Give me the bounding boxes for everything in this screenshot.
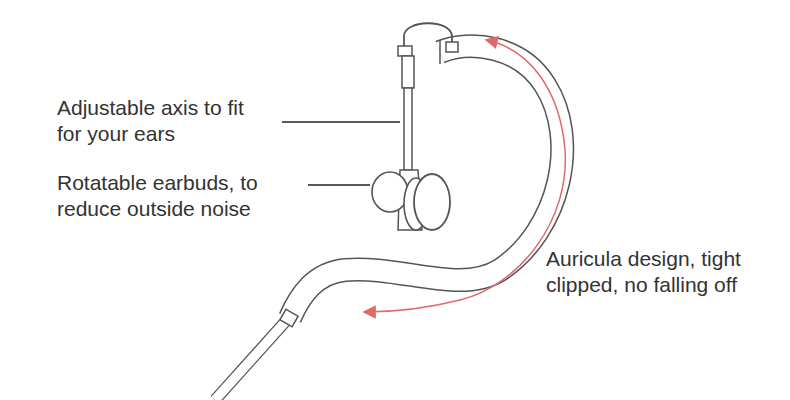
cable-fill: [215, 322, 285, 400]
ear-tip: [414, 174, 450, 230]
hook-end: [439, 40, 441, 64]
axis-slider: [402, 56, 414, 88]
ear-hook: [290, 46, 562, 318]
rotatable-earbud: [372, 172, 408, 212]
callout-label: Rotatable earbuds, to reduce outside noi…: [57, 170, 302, 222]
leader-line: [282, 121, 400, 123]
stem-cap: [398, 46, 412, 56]
fit-arrow: [365, 40, 565, 312]
callout-label: Auricula design, tight clipped, no falli…: [546, 246, 746, 298]
callout-label: Adjustable axis to fit for your ears: [57, 95, 272, 147]
cable: [215, 322, 285, 400]
hook-cap: [446, 42, 458, 52]
ear-hook-fill: [290, 46, 562, 318]
adjustable-axis: [404, 88, 412, 170]
cable-sleeve: [280, 309, 298, 326]
leader-line: [308, 184, 370, 186]
